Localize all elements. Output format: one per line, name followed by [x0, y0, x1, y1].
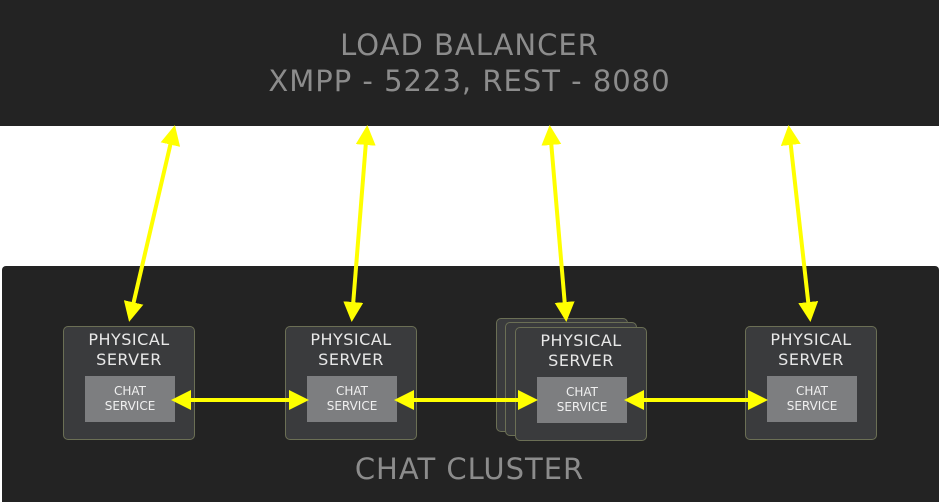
- service-line2: SERVICE: [556, 400, 608, 414]
- service-line2: SERVICE: [326, 399, 378, 413]
- server-title-line2: SERVER: [548, 351, 614, 370]
- server-title-line1: PHYSICAL: [770, 330, 852, 349]
- chat-service-1: CHAT SERVICE: [85, 376, 175, 422]
- chat-service-3: CHAT SERVICE: [537, 377, 627, 423]
- chat-service-4: CHAT SERVICE: [767, 376, 857, 422]
- lb-link-arrow-1: [123, 125, 181, 322]
- physical-server-3: PHYSICAL SERVER CHAT SERVICE: [515, 327, 647, 441]
- cluster-label: CHAT CLUSTER: [354, 452, 585, 486]
- load-balancer-ports: XMPP - 5223, REST - 8080: [268, 64, 671, 98]
- server-title-line2: SERVER: [318, 350, 384, 369]
- server-title-line2: SERVER: [96, 350, 162, 369]
- server-title-line1: PHYSICAL: [88, 330, 170, 349]
- lb-link-arrow-2: [343, 125, 376, 322]
- load-balancer-title: LOAD BALANCER: [340, 28, 599, 62]
- service-line1: CHAT: [113, 384, 146, 398]
- lb-link-arrow-4: [780, 125, 819, 322]
- server-title-line2: SERVER: [778, 350, 844, 369]
- physical-server-1: PHYSICAL SERVER CHAT SERVICE: [63, 326, 195, 440]
- load-balancer: LOAD BALANCER XMPP - 5223, REST - 8080: [0, 0, 939, 126]
- physical-server-4: PHYSICAL SERVER CHAT SERVICE: [745, 326, 877, 440]
- service-line1: CHAT: [795, 384, 828, 398]
- service-line2: SERVICE: [786, 399, 838, 413]
- service-line2: SERVICE: [104, 399, 156, 413]
- server-title-line1: PHYSICAL: [540, 331, 622, 350]
- lb-link-arrow-3: [541, 125, 575, 322]
- service-line1: CHAT: [335, 384, 368, 398]
- chat-service-2: CHAT SERVICE: [307, 376, 397, 422]
- server-title-line1: PHYSICAL: [310, 330, 392, 349]
- physical-server-2: PHYSICAL SERVER CHAT SERVICE: [285, 326, 417, 440]
- service-line1: CHAT: [565, 385, 598, 399]
